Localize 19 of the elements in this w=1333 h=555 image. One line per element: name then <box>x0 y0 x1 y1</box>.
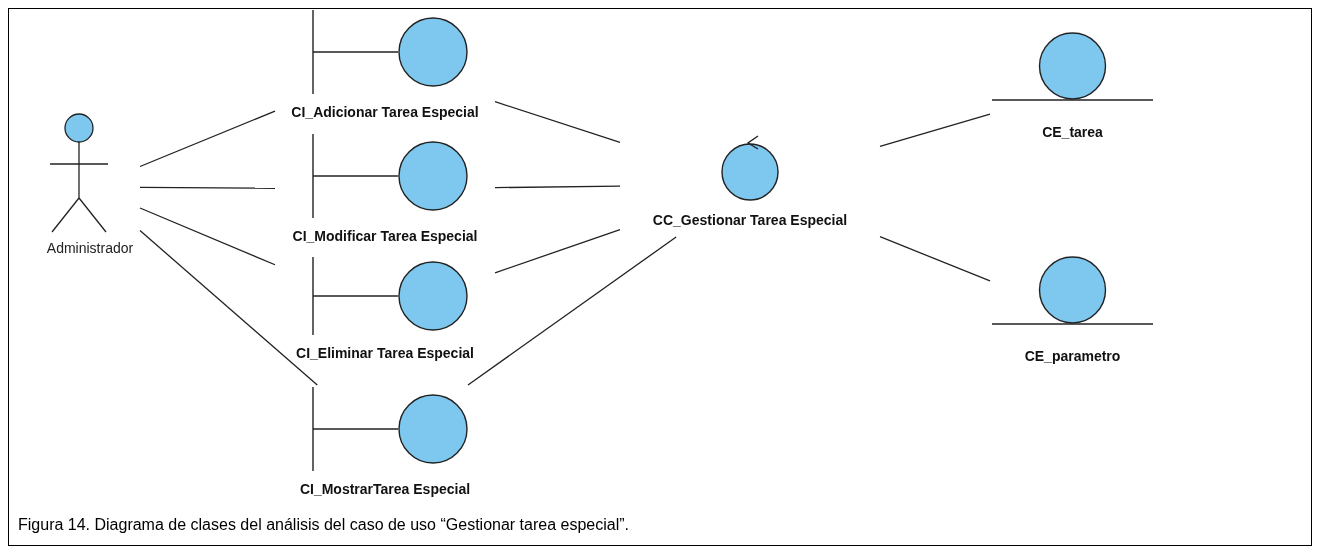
association-line <box>139 229 318 386</box>
association-line <box>494 228 621 274</box>
association-line <box>879 113 991 148</box>
class-label: CE_tarea <box>1041 124 1104 140</box>
association-line <box>494 185 621 189</box>
class-label: CI_Adicionar Tarea Especial <box>290 104 480 120</box>
association-line <box>139 186 276 189</box>
actor-label: Administrador <box>45 240 135 256</box>
class-label: CI_Modificar Tarea Especial <box>291 228 479 244</box>
class-label: CI_MostrarTarea Especial <box>298 481 472 497</box>
association-line <box>139 110 276 168</box>
association-line <box>467 236 677 386</box>
class-label: CC_Gestionar Tarea Especial <box>651 212 849 228</box>
association-line <box>494 101 621 143</box>
class-label: CE_parametro <box>1023 348 1122 364</box>
association-line <box>139 207 276 266</box>
figure-caption: Figura 14. Diagrama de clases del análisis del caso de uso “Gestionar tarea especial”. <box>18 516 629 534</box>
class-label: CI_Eliminar Tarea Especial <box>295 345 475 361</box>
association-line <box>879 236 991 282</box>
